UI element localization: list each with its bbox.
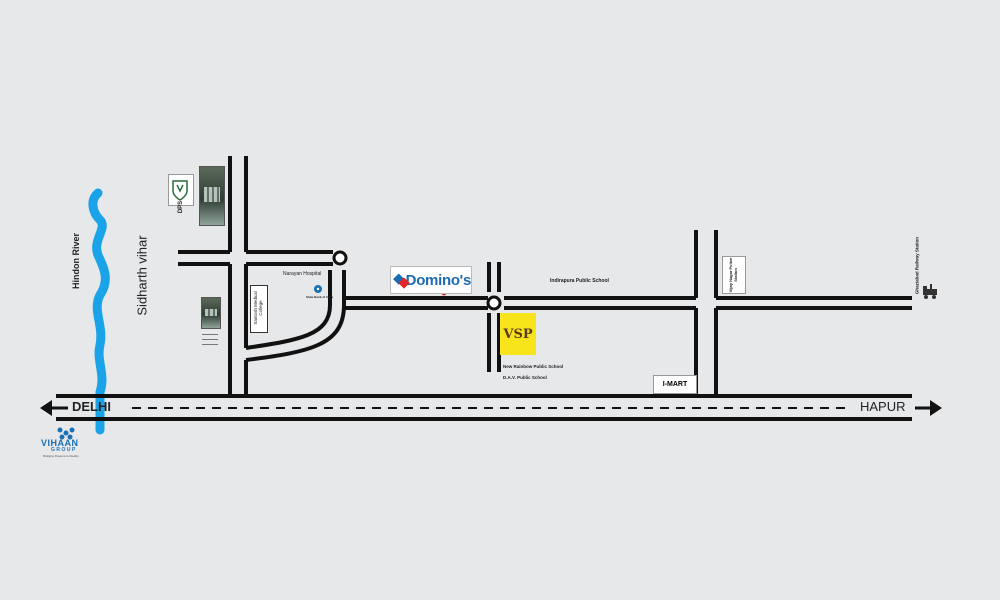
hindon-river-label: Hindon River [71, 233, 81, 290]
roundabout-narayan [332, 250, 348, 266]
sbi-logo-icon [314, 285, 322, 293]
vihaan-logo-icon [57, 427, 75, 440]
train-icon [923, 284, 937, 299]
vijay-nagar-police-station-label: Vijay Nagar Police Station [728, 257, 738, 293]
narayan-hospital-label: Narayan Hospital [283, 271, 322, 277]
vijay-nagar-police-station-box [722, 256, 746, 294]
vihaan-tagline: Bridging Dreams to Reality [43, 454, 79, 458]
sidharth-vihar-label: Sidharth vihar [134, 235, 150, 316]
santosh-medical-college-box [250, 285, 268, 333]
indirapura-public-school-label: Indirapura Public School [550, 278, 609, 284]
roundabout-central [486, 295, 502, 311]
building-info-text [199, 330, 221, 352]
imart-box: I-MART [653, 375, 697, 394]
hapur-label: HAPUR [860, 399, 906, 414]
imart-label: I-MART [662, 381, 688, 388]
new-rainbow-public-school-label: New Rainbow Public School [503, 364, 564, 369]
dps-photo [199, 166, 225, 226]
delhi-label: DELHI [72, 399, 111, 414]
santosh-medical-college-label: Santosh Medical College [253, 291, 263, 325]
vihaan-group-label: GROUP [51, 447, 77, 453]
dominos-logo: Domino's [390, 266, 472, 294]
dav-public-school-label: D.A.V. Public School [503, 375, 547, 380]
dps-logo [168, 174, 194, 206]
road-network [56, 156, 912, 421]
building-photo [201, 297, 221, 329]
vsp-label: VSP [503, 326, 533, 342]
dominos-label: Domino's [405, 271, 472, 289]
hindon-river-line [88, 188, 110, 435]
dps-label: DPS [178, 200, 184, 214]
dominos-logo-icon [394, 273, 403, 288]
arrow-right-icon [915, 400, 942, 416]
vsp-logo: VSP [500, 313, 536, 355]
vihaan-label: VIHAAN [41, 438, 79, 448]
ghaziabad-railway-station-label: Ghaziabad Railway Station [914, 236, 920, 295]
state-bank-label: State Bank of India [306, 295, 334, 299]
arrow-left-icon [40, 400, 68, 416]
